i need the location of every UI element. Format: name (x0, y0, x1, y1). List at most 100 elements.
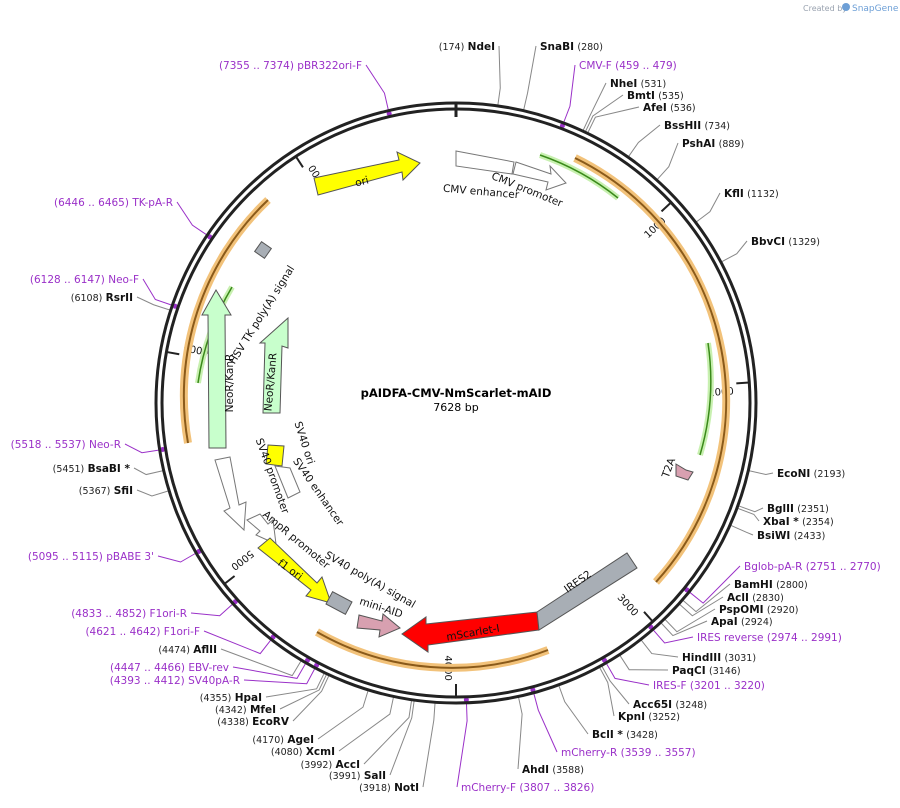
site-line-6 (657, 142, 679, 180)
primer-position: (3807 .. 3826) (519, 782, 594, 794)
site-label-23[interactable]: (3918) NotI (359, 782, 419, 794)
site-line-19 (601, 666, 630, 705)
primer-position: (5518 .. 5537) (11, 439, 86, 451)
primer-line-13 (653, 629, 694, 644)
site-labels: (174) NdeI SnaBI (280) NheI (531)BmtI (535… (11, 41, 881, 794)
site-name: AclI (727, 592, 749, 604)
site-label-20[interactable]: KpnI (3252) (618, 711, 680, 723)
primer-label-11[interactable]: mCherry-R (3539 .. 3557) (561, 747, 696, 759)
site-label-4[interactable]: AfeI (536) (643, 102, 696, 114)
site-label-25[interactable]: (3992) AccI (301, 759, 360, 771)
site-label-7[interactable]: KflI (1132) (724, 188, 779, 200)
site-position: (4170) (252, 735, 284, 746)
primer-label-8[interactable]: (4447 .. 4466) EBV-rev (110, 662, 229, 674)
site-label-29[interactable]: (4342) MfeI (215, 704, 276, 716)
primer-line-1 (563, 64, 576, 123)
primer-line-9 (243, 668, 316, 685)
site-label-26[interactable]: (4080) XcmI (271, 746, 335, 758)
site-label-19[interactable]: Acc65I (3248) (633, 699, 707, 711)
site-label-11[interactable]: XbaI * (2354) (763, 516, 834, 528)
site-label-1[interactable]: SnaBI (280) (540, 41, 603, 53)
site-label-6[interactable]: PshAI (889) (682, 138, 744, 150)
primer-line-7 (203, 630, 272, 655)
primer-label-6[interactable]: (4833 .. 4852) F1ori-R (71, 608, 187, 620)
site-label-34[interactable]: (6108) RsrII (71, 292, 133, 304)
site-line-11 (737, 507, 760, 522)
site-label-16[interactable]: ApaI (2924) (711, 616, 773, 628)
site-name: BglII (767, 503, 794, 515)
primer-label-0[interactable]: (7355 .. 7374) pBR322ori-F (219, 60, 362, 72)
site-position: (2351) (797, 504, 829, 515)
neor-kanr-feature-inner (258, 316, 289, 414)
site-line-2 (582, 82, 607, 131)
primer-line-6 (190, 604, 233, 617)
site-label-13[interactable]: BamHI (2800) (734, 579, 808, 591)
primer-label-5[interactable]: (5095 .. 5115) pBABE 3' (28, 551, 154, 563)
primer-position: (3201 .. 3220) (690, 680, 765, 692)
sv40-ori-feature (265, 444, 285, 467)
site-line-22 (517, 697, 523, 770)
site-position: (2920) (767, 605, 799, 616)
primer-label-1[interactable]: CMV-F (459 .. 479) (579, 60, 677, 72)
site-label-24[interactable]: (3991) SalI (329, 770, 386, 782)
site-label-5[interactable]: BssHII (734) (664, 120, 730, 132)
primer-label-2[interactable]: (6446 .. 6465) TK-pA-R (54, 197, 173, 209)
site-label-17[interactable]: HindIII (3031) (682, 652, 756, 664)
site-position: (2193) (814, 469, 846, 480)
site-label-21[interactable]: BclI * (3428) (592, 729, 658, 741)
site-label-14[interactable]: AclI (2830) (727, 592, 784, 604)
site-name: NotI (394, 782, 419, 794)
primer-line-3 (142, 278, 172, 306)
site-label-0[interactable]: (174) NdeI (439, 41, 495, 53)
site-position: (535) (658, 91, 684, 102)
site-name: XbaI * (763, 516, 799, 528)
site-name: ApaI (711, 616, 738, 628)
site-label-32[interactable]: (5367) SfiI (79, 485, 133, 497)
site-position: (3991) (329, 771, 361, 782)
site-position: (2830) (752, 593, 784, 604)
primer-label-10[interactable]: mCherry-F (3807 .. 3826) (461, 782, 594, 794)
site-label-30[interactable]: (4355) HpaI (200, 692, 262, 704)
primer-label-9[interactable]: (4393 .. 4412) SV40pA-R (110, 675, 240, 687)
site-label-22[interactable]: AhdI (3588) (522, 764, 584, 776)
site-name: AfeI (643, 102, 667, 114)
site-label-9[interactable]: EcoNI (2193) (777, 468, 845, 480)
site-label-2[interactable]: NheI (531) (610, 78, 666, 90)
primer-line-4 (124, 443, 159, 454)
site-position: (1132) (747, 189, 779, 200)
site-label-10[interactable]: BglII (2351) (767, 503, 829, 515)
ori-feature (313, 151, 421, 196)
site-line-17 (640, 639, 679, 658)
primer-position: (4447 .. 4466) (110, 662, 185, 674)
orf-arc-bottom-core (316, 631, 549, 669)
site-label-8[interactable]: BbvCI (1329) (751, 236, 820, 248)
site-label-12[interactable]: BsiWI (2433) (757, 530, 825, 542)
site-label-33[interactable]: (5451) BsaBI * (53, 463, 131, 475)
site-line-15 (664, 608, 716, 633)
primer-label-12[interactable]: IRES-F (3201 .. 3220) (653, 680, 765, 692)
ring-tick-4 (223, 575, 236, 585)
primer-position: (2974 .. 2991) (767, 632, 842, 644)
primer-name: F1ori-F (164, 626, 200, 638)
site-label-27[interactable]: (4170) AgeI (252, 734, 314, 746)
primer-label-4[interactable]: (5518 .. 5537) Neo-R (11, 439, 121, 451)
site-label-31[interactable]: (4474) AflII (158, 644, 217, 656)
site-label-18[interactable]: PaqCI (3146) (672, 665, 741, 677)
primer-label-13[interactable]: IRES reverse (2974 .. 2991) (697, 632, 842, 644)
site-label-28[interactable]: (4338) EcoRV (217, 716, 290, 728)
primer-line-8 (232, 663, 306, 679)
site-line-14 (679, 596, 724, 617)
ring-tick-2 (643, 611, 654, 623)
primer-name: IRES-F (653, 680, 687, 692)
site-line-33 (133, 467, 163, 476)
primer-name: mCherry-R (561, 747, 617, 759)
primer-label-7[interactable]: (4621 .. 4642) F1ori-F (85, 626, 200, 638)
primer-label-14[interactable]: Bglob-pA-R (2751 .. 2770) (744, 561, 881, 573)
site-label-3[interactable]: BmtI (535) (627, 90, 684, 102)
site-label-15[interactable]: PspOMI (2920) (719, 604, 799, 616)
mini-aid-feature (356, 613, 401, 638)
primer-label-3[interactable]: (6128 .. 6147) Neo-F (30, 274, 139, 286)
sv40-polya-feature (325, 590, 353, 616)
orf-arc-left-core (182, 199, 269, 444)
features (201, 150, 694, 653)
